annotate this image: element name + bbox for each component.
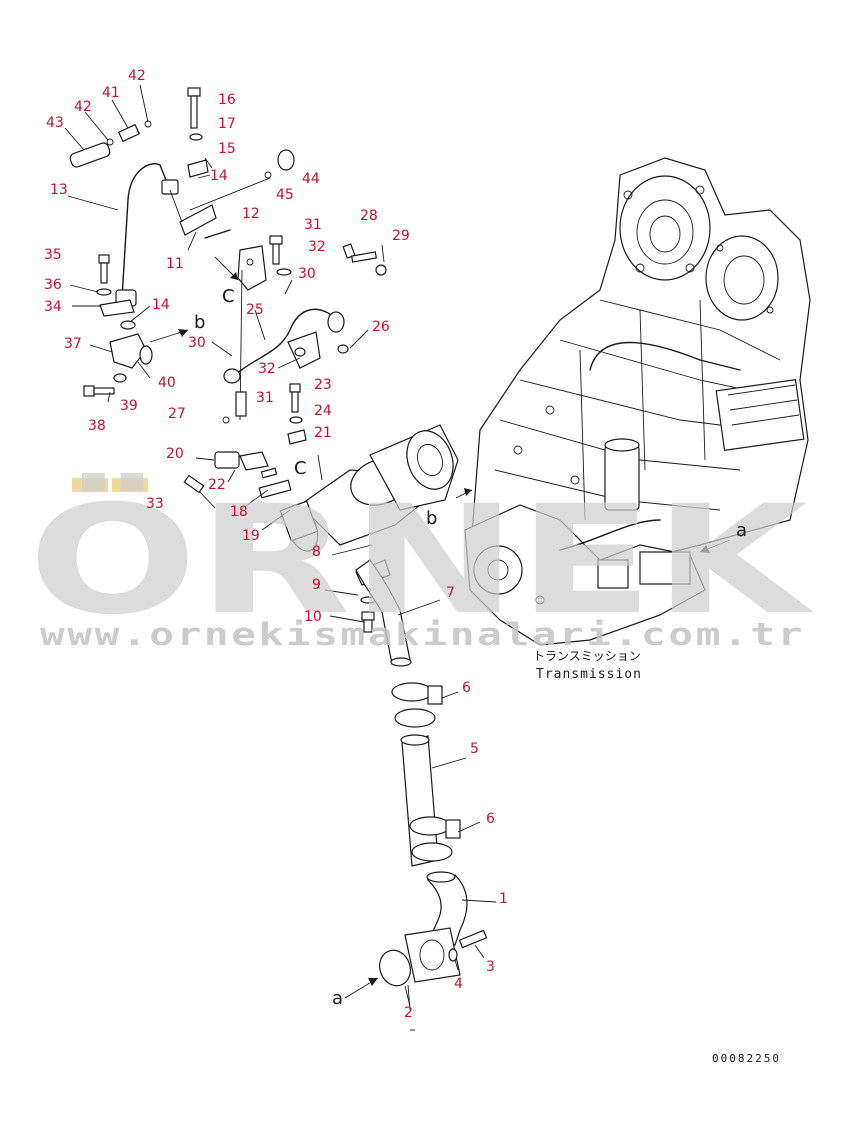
reference-letter-b: b: [426, 508, 437, 529]
part-number-2: 2: [404, 1005, 413, 1021]
part-number-28: 28: [360, 208, 378, 224]
drawing-number: 00082250: [712, 1052, 781, 1065]
part-number-45: 45: [276, 187, 294, 203]
reference-letter-a: a: [736, 520, 747, 541]
hose-assembly-25: [214, 235, 387, 481]
watermark-accent-left: [72, 478, 108, 492]
part-number-38: 38: [88, 418, 106, 434]
part-number-7: 7: [446, 585, 455, 601]
part-number-16: 16: [218, 92, 236, 108]
part-number-27: 27: [168, 406, 186, 422]
part-number-18: 18: [230, 504, 248, 520]
part-number-15: 15: [218, 141, 236, 157]
part-number-39: 39: [120, 398, 138, 414]
part-number-31: 31: [256, 390, 274, 406]
part-number-5: 5: [470, 741, 479, 757]
transmission-assembly: [464, 157, 811, 646]
part-number-8: 8: [312, 544, 321, 560]
reference-letter-c: C: [294, 458, 307, 479]
part-number-11: 11: [166, 256, 184, 272]
part-number-14: 14: [152, 297, 170, 313]
part-number-32: 32: [258, 361, 276, 377]
reference-letter-a: a: [332, 988, 343, 1009]
part-number-13: 13: [50, 182, 68, 198]
part-number-6: 6: [486, 811, 495, 827]
part-number-43: 43: [46, 115, 64, 131]
part-number-42: 42: [74, 99, 92, 115]
part-number-44: 44: [302, 171, 320, 187]
part-number-25: 25: [246, 302, 264, 318]
fitting-group-20: [183, 416, 292, 509]
part-number-9: 9: [312, 577, 321, 593]
part-number-6: 6: [462, 680, 471, 696]
watermark-accent-right: [112, 478, 148, 492]
reference-letter-c: C: [222, 286, 235, 307]
part-number-24: 24: [314, 403, 332, 419]
part-number-33: 33: [146, 496, 164, 512]
part-number-21: 21: [314, 425, 332, 441]
part-number-42: 42: [128, 68, 146, 84]
part-number-4: 4: [454, 976, 463, 992]
watermark-url: www.ornekismakinalari.com.tr: [40, 617, 805, 653]
reference-letter-b: b: [194, 312, 205, 333]
part-number-14: 14: [210, 168, 228, 184]
pipe-stack: [331, 539, 731, 1031]
transmission-caption-en: Transmission: [536, 667, 642, 682]
part-number-22: 22: [208, 477, 226, 493]
hose-assembly-13: [69, 87, 295, 330]
part-number-26: 26: [372, 319, 390, 335]
part-number-30: 30: [188, 335, 206, 351]
part-number-1: 1: [499, 891, 508, 907]
transmission-caption-jp: トランスミッション: [533, 649, 641, 663]
part-number-19: 19: [242, 528, 260, 544]
part-number-36: 36: [44, 277, 62, 293]
part-number-20: 20: [166, 446, 184, 462]
elbow-fitting-37: [83, 329, 189, 397]
part-number-31: 31: [304, 217, 322, 233]
part-number-37: 37: [64, 336, 82, 352]
leader-lines: [64, 84, 497, 1007]
filter-body: [279, 424, 473, 552]
part-number-10: 10: [304, 609, 322, 625]
part-number-41: 41: [102, 85, 120, 101]
part-number-29: 29: [392, 228, 410, 244]
part-number-12: 12: [242, 206, 260, 222]
part-number-34: 34: [44, 299, 62, 315]
part-number-30: 30: [298, 266, 316, 282]
part-number-17: 17: [218, 116, 236, 132]
part-number-32: 32: [308, 239, 326, 255]
part-number-40: 40: [158, 375, 176, 391]
part-number-23: 23: [314, 377, 332, 393]
part-number-3: 3: [486, 959, 495, 975]
part-number-35: 35: [44, 247, 62, 263]
